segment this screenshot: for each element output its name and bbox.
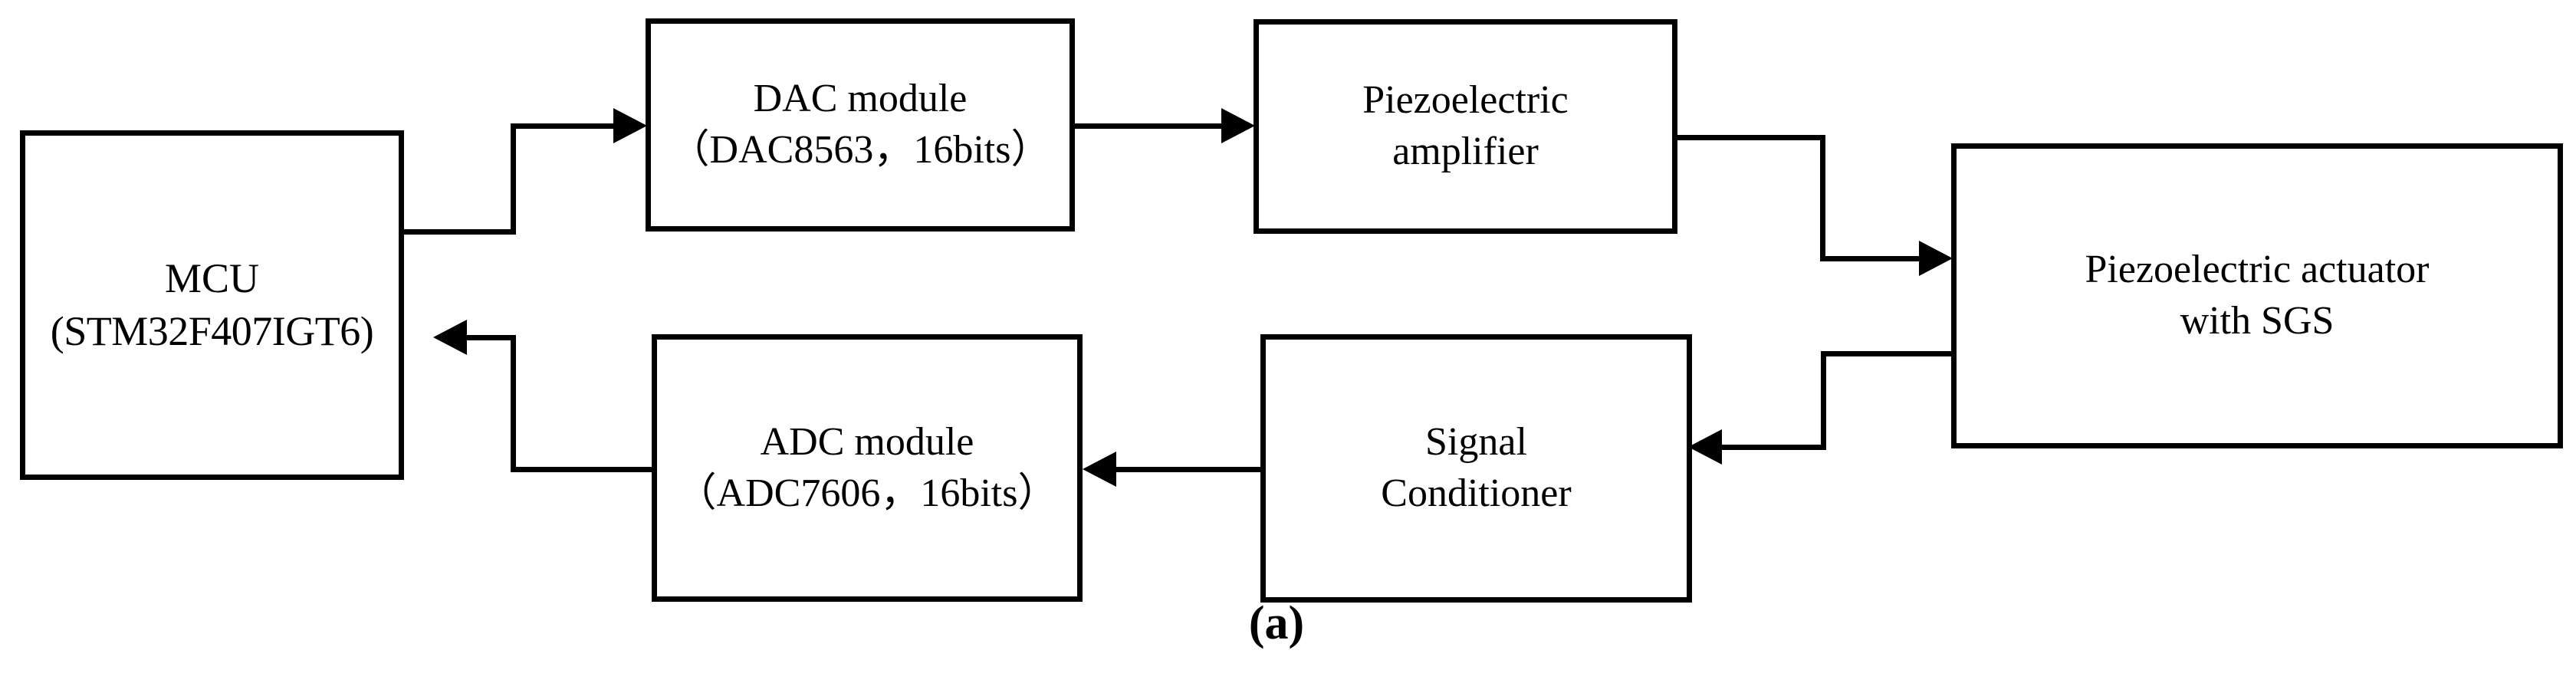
block-piezoelectric-amplifier-line2: amplifier bbox=[1392, 130, 1539, 173]
connector-actuator-to-conditioner-segment-h1 bbox=[1821, 351, 1955, 356]
block-piezoelectric-amplifier-line1: Piezoelectric bbox=[1362, 78, 1569, 123]
connector-mcu-to-dac-segment-h2 bbox=[511, 123, 618, 129]
block-piezoelectric-actuator-line2: with SGS bbox=[2180, 299, 2334, 343]
arrowhead-dac-to-amplifier bbox=[1221, 108, 1255, 143]
block-piezoelectric-actuator-line1: Piezoelectric actuator bbox=[2085, 248, 2430, 292]
connector-adc-to-mcu-segment-h2 bbox=[466, 335, 516, 340]
arrowhead-adc-to-mcu bbox=[433, 320, 467, 355]
block-adc-module-line1: ADC module bbox=[760, 419, 974, 464]
arrowhead-mcu-to-dac bbox=[613, 108, 647, 143]
block-dac-module-line2: （DAC8563，16bits） bbox=[669, 128, 1051, 172]
connector-dac-to-amplifier-segment bbox=[1072, 123, 1225, 129]
connector-adc-to-mcu-segment-h1 bbox=[511, 467, 657, 472]
connector-actuator-to-conditioner-segment-v bbox=[1821, 351, 1826, 450]
connector-amplifier-to-actuator-segment-h1 bbox=[1674, 135, 1825, 140]
connector-adc-to-mcu-segment-v bbox=[511, 335, 516, 472]
connector-amplifier-to-actuator-segment-v bbox=[1820, 135, 1825, 258]
block-signal-conditioner-line1: Signal bbox=[1425, 420, 1527, 465]
block-mcu-line2: (STM32F407IGT6) bbox=[50, 308, 374, 354]
block-signal-conditioner-line2: Conditioner bbox=[1381, 471, 1572, 515]
block-piezoelectric-actuator[interactable]: Piezoelectric actuator with SGS bbox=[1951, 143, 2563, 448]
figure-caption: (a) bbox=[1248, 597, 1305, 649]
connector-mcu-to-dac-segment-h1 bbox=[399, 229, 516, 235]
connector-actuator-to-conditioner-segment-h2 bbox=[1721, 445, 1826, 450]
connector-mcu-to-dac-segment-v bbox=[511, 123, 516, 235]
block-dac-module-line1: DAC module bbox=[753, 77, 968, 121]
block-piezoelectric-amplifier[interactable]: Piezoelectric amplifier bbox=[1254, 19, 1677, 234]
connector-amplifier-to-actuator-segment-h2 bbox=[1820, 256, 1924, 261]
block-mcu-line1: MCU bbox=[164, 255, 260, 301]
arrowhead-amplifier-to-actuator bbox=[1919, 241, 1953, 276]
block-adc-module[interactable]: ADC module （ADC7606，16bits） bbox=[652, 334, 1083, 602]
block-signal-conditioner[interactable]: Signal Conditioner bbox=[1260, 334, 1692, 603]
block-dac-module[interactable]: DAC module （DAC8563，16bits） bbox=[646, 18, 1075, 232]
arrowhead-conditioner-to-adc bbox=[1083, 452, 1116, 487]
block-adc-module-line2: （ADC7606，16bits） bbox=[676, 471, 1058, 515]
arrowhead-actuator-to-conditioner bbox=[1688, 429, 1722, 465]
block-mcu[interactable]: MCU (STM32F407IGT6) bbox=[20, 130, 404, 480]
connector-conditioner-to-adc-segment bbox=[1116, 467, 1267, 472]
